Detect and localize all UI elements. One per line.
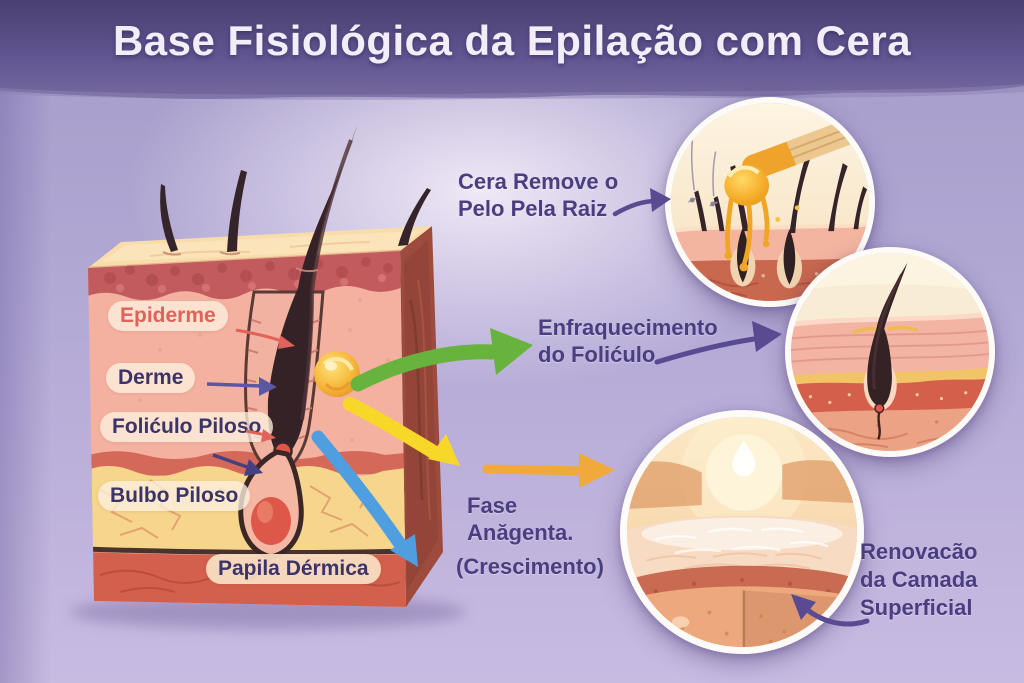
smooth-skin-illustration (627, 417, 857, 647)
annotation-cera-remove: Cera Remove o Pelo Pela Raiz (458, 169, 619, 221)
inset-circle-follicle-weakening (785, 247, 995, 457)
surface-hairs (160, 170, 431, 252)
annotation-enfraquecimento: Enfraquecimento do Folićulo (538, 315, 718, 367)
page-title: Base Fisiológica da Epilação com Cera (112, 17, 912, 64)
hair-shaft (267, 126, 357, 459)
label-derme: Derme (106, 363, 196, 393)
inset-circle-skin-renewal (620, 410, 864, 654)
label-epiderme: Epiderme (108, 301, 228, 331)
label-papila-dermica: Papila Dérmica (206, 554, 381, 584)
label-foliculo-piloso: Folićulo Piloso (100, 412, 274, 442)
label-bulbo-piloso: Bulbo Piloso (98, 481, 251, 511)
annotation-fase-anagena: Fase Anăgenta. (Crescimento) (456, 493, 604, 579)
water-droplet-icon (732, 440, 756, 477)
header-band (0, 0, 1024, 100)
annotation-renovacao: Renovacão da Camada Superficial (860, 539, 978, 620)
weakened-follicle-illustration (791, 253, 989, 451)
